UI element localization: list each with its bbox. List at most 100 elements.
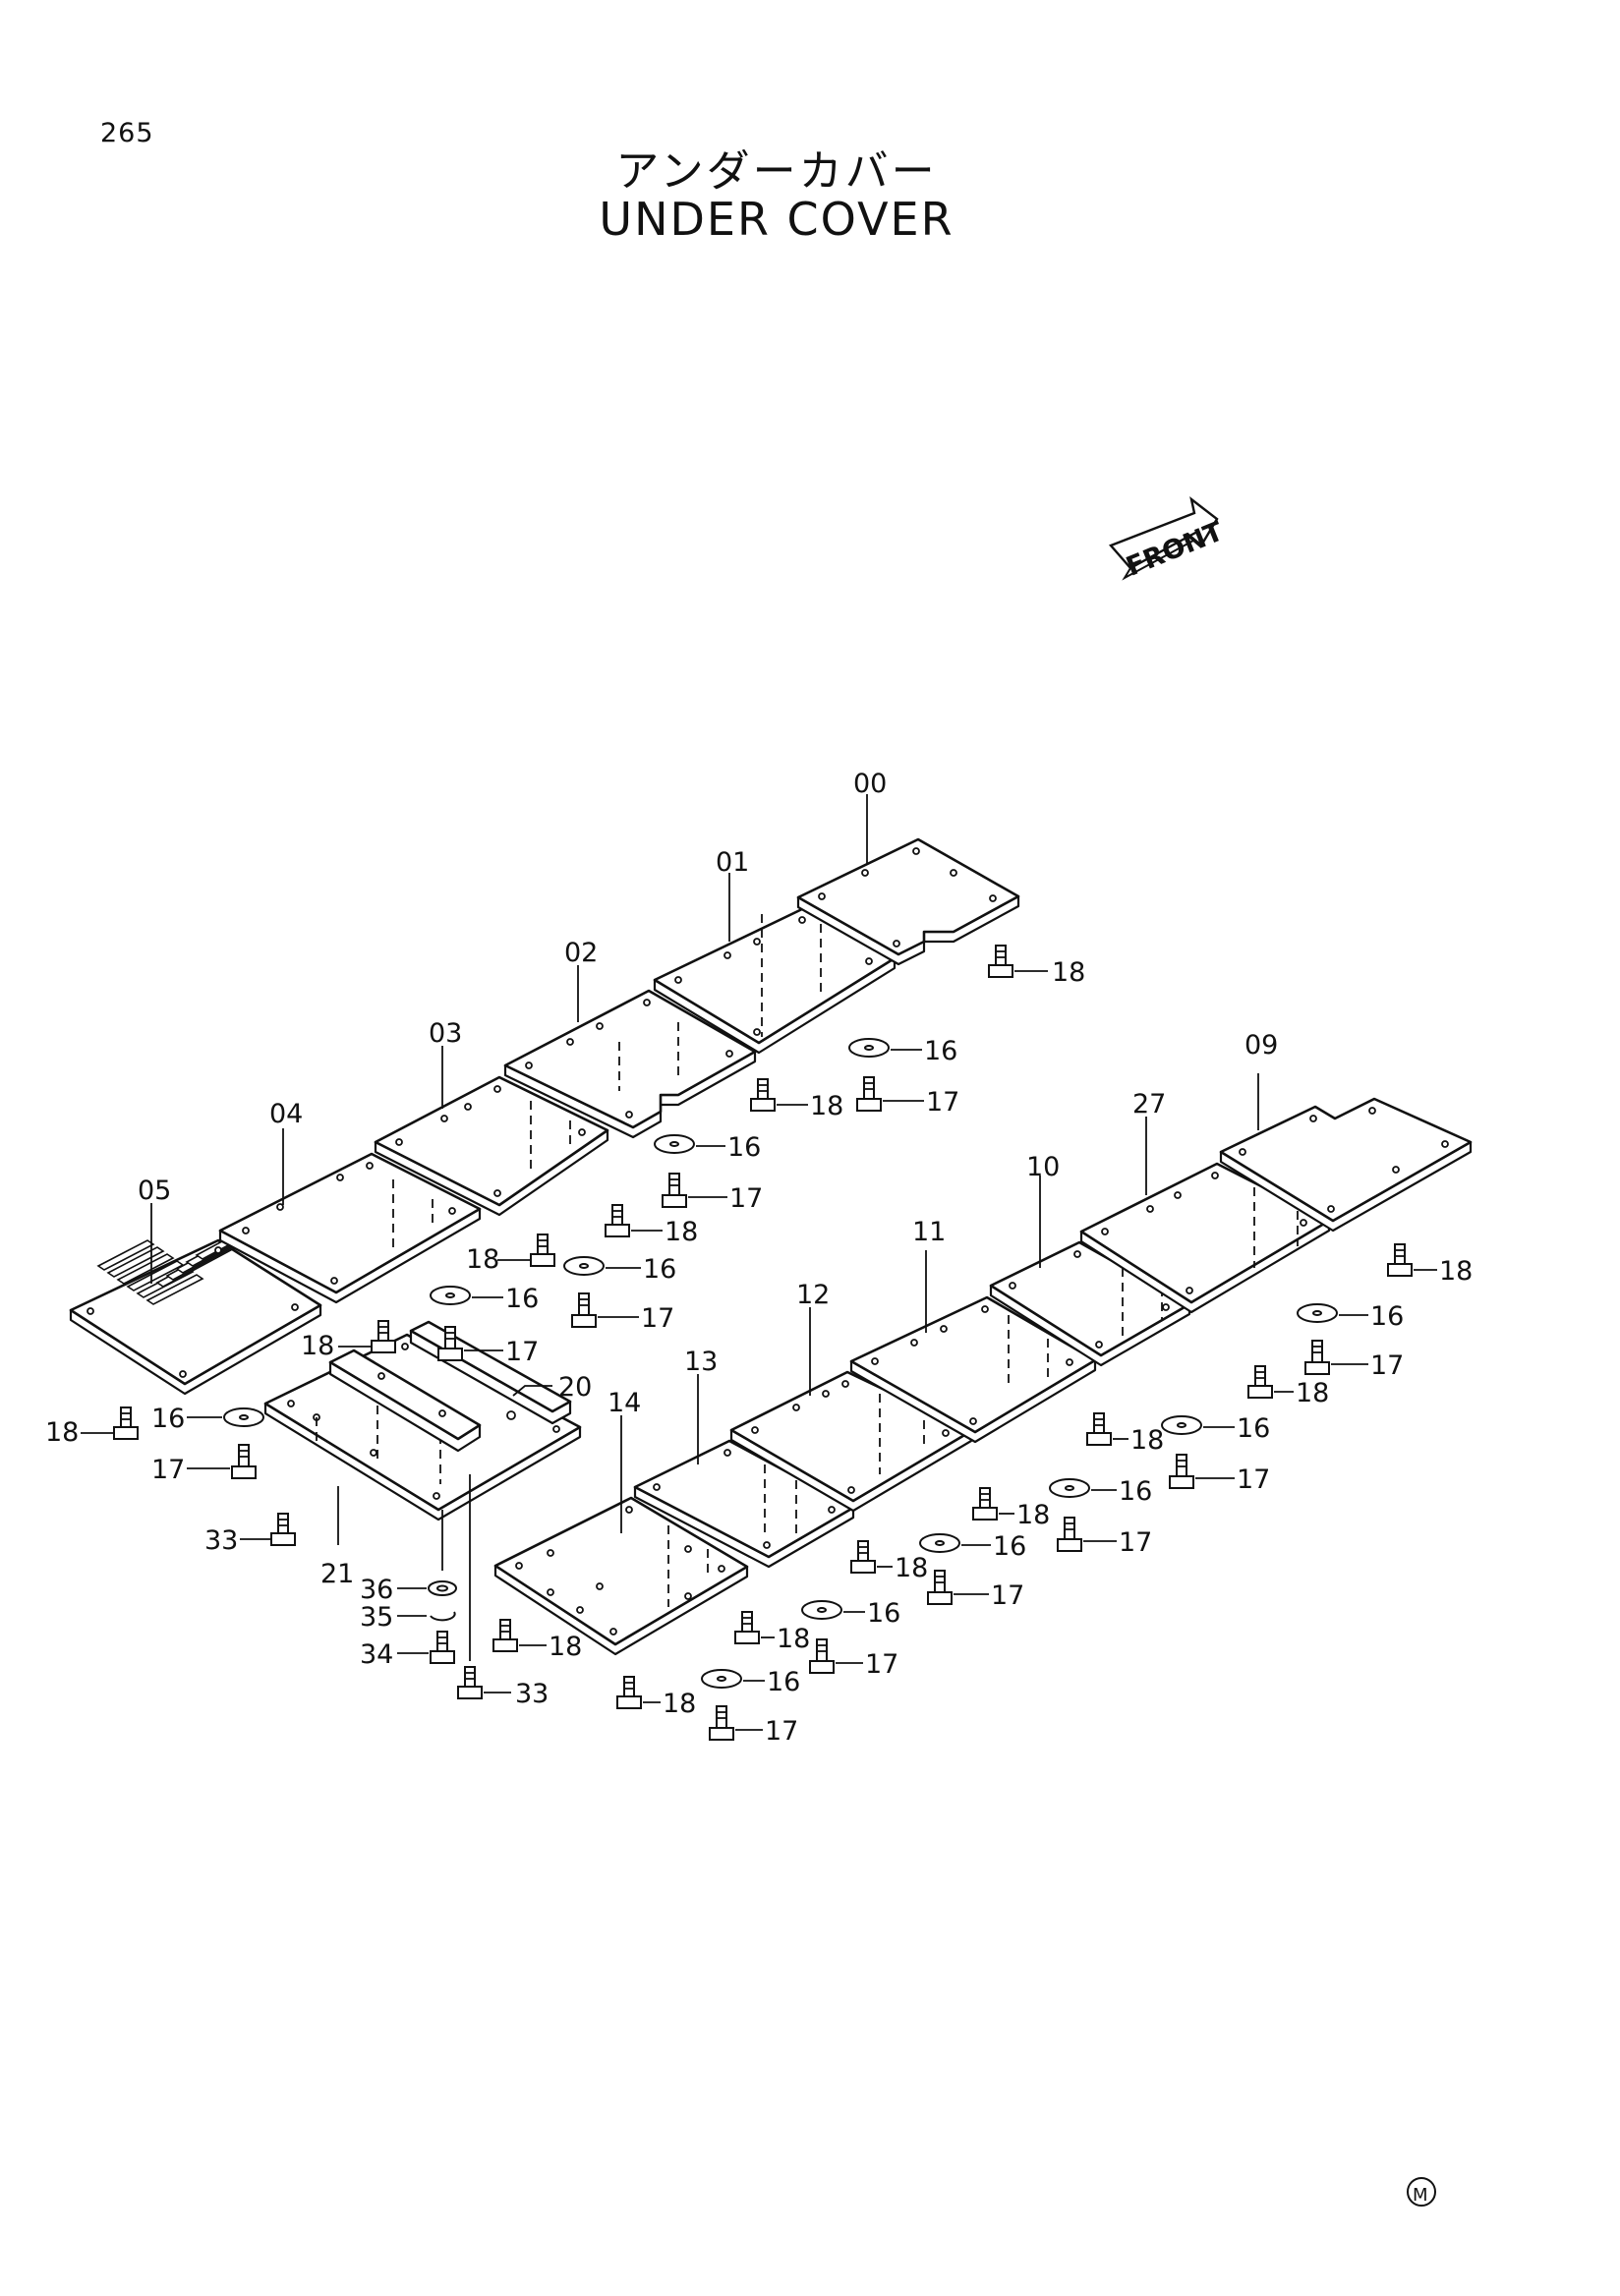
bolt-17-j: 17 [809,1638,898,1680]
bolt-33-right: 33 [457,1666,549,1709]
capscrew-18-d: 18 [466,1234,555,1275]
svg-text:18: 18 [466,1244,499,1275]
bolt-33-left: 33 [204,1513,296,1556]
capscrew-18-a: 18 [988,945,1085,988]
plate-02 [503,989,757,1139]
label-part-03: 03 [429,1018,462,1049]
leader-lines [150,794,1259,1545]
bolt-17-e: 17 [151,1444,257,1485]
svg-text:18: 18 [1052,957,1085,988]
svg-text:16: 16 [151,1404,185,1434]
svg-text:35: 35 [360,1602,393,1633]
label-part-21: 21 [320,1559,354,1589]
svg-text:34: 34 [360,1639,393,1670]
svg-text:17: 17 [641,1303,674,1334]
svg-text:17: 17 [991,1580,1024,1611]
svg-text:18: 18 [663,1689,696,1719]
springwasher-35: 35 [360,1602,456,1633]
svg-text:33: 33 [515,1679,549,1709]
capscrew-18-l: 18 [734,1611,810,1654]
svg-text:16: 16 [993,1531,1026,1562]
svg-text:18: 18 [1296,1378,1329,1408]
capscrew-18-b: 18 [750,1078,843,1121]
svg-text:16: 16 [1237,1413,1270,1444]
bolt-17-d: 17 [437,1326,539,1367]
svg-text:16: 16 [1370,1301,1404,1332]
washer-16-j: 16 [801,1598,900,1629]
bolt-17-c: 17 [571,1292,674,1334]
label-part-05: 05 [138,1176,171,1206]
title-english: UNDER COVER [599,193,955,246]
svg-text:16: 16 [505,1284,539,1314]
label-part-04: 04 [269,1099,303,1129]
washer-16-f: 16 [1297,1301,1404,1332]
label-part-10: 10 [1026,1152,1060,1182]
capscrew-18-i: 18 [1086,1412,1164,1456]
svg-text:16: 16 [924,1036,957,1066]
capscrew-18-f: 18 [45,1406,139,1448]
part-labels: 00 01 02 03 04 05 09 27 10 11 12 13 14 2… [138,769,1278,1589]
svg-text:16: 16 [767,1667,800,1697]
washer-16-g: 16 [1161,1413,1270,1444]
label-part-01: 01 [716,847,749,878]
svg-text:16: 16 [867,1598,900,1629]
washer-16-e: 16 [151,1404,264,1434]
svg-text:17: 17 [151,1455,185,1485]
label-part-13: 13 [684,1347,718,1377]
label-part-00: 00 [853,769,887,799]
front-arrow-icon: FRONT [1108,496,1228,583]
svg-text:18: 18 [549,1632,582,1662]
svg-text:18: 18 [1439,1256,1473,1287]
capscrew-18-h: 18 [1247,1365,1329,1408]
label-part-02: 02 [564,938,598,968]
svg-text:33: 33 [204,1525,238,1556]
bolt-17-h: 17 [1057,1517,1152,1558]
capscrew-18-n: 18 [616,1676,696,1719]
label-part-11: 11 [912,1217,946,1247]
svg-text:18: 18 [45,1417,79,1448]
bolt-17-g: 17 [1169,1454,1270,1495]
svg-text:17: 17 [505,1337,539,1367]
label-part-20: 20 [558,1372,592,1403]
plate-09 [1219,1097,1473,1233]
bolt-17-i: 17 [927,1570,1024,1611]
plate-00 [796,837,1020,966]
bolt-17-a: 17 [856,1076,959,1118]
bolt-17-f: 17 [1304,1340,1404,1381]
page-number: 265 [100,118,154,148]
washer-16-a: 16 [848,1036,957,1066]
svg-text:18: 18 [301,1331,334,1361]
washer-16-c: 16 [563,1254,676,1285]
plate-04 [218,1152,482,1304]
svg-text:18: 18 [1130,1425,1164,1456]
svg-text:18: 18 [665,1217,698,1247]
svg-text:17: 17 [865,1649,898,1680]
label-part-27: 27 [1132,1089,1166,1119]
plate-14 [493,1496,749,1656]
washer-16-i: 16 [919,1531,1026,1562]
washer-16-d: 16 [430,1284,539,1314]
svg-text:18: 18 [777,1624,810,1654]
plate-03 [374,1075,609,1217]
bolt-17-k: 17 [709,1705,798,1747]
svg-text:17: 17 [1119,1527,1152,1558]
svg-text:17: 17 [1237,1464,1270,1495]
svg-text:18: 18 [895,1553,928,1583]
svg-text:18: 18 [810,1091,843,1121]
capscrew-18-c: 18 [605,1204,698,1247]
capscrew-18-m: 18 [492,1619,582,1662]
svg-text:16: 16 [727,1132,761,1163]
svg-text:36: 36 [360,1575,393,1605]
capscrew-18-k: 18 [850,1540,928,1583]
corner-mark: M [1407,2177,1436,2207]
svg-text:17: 17 [926,1087,959,1118]
capscrew-18-e: 18 [301,1320,396,1361]
svg-text:16: 16 [643,1254,676,1285]
washer-16-b: 16 [654,1132,761,1163]
capscrew-18-j: 18 [972,1487,1050,1530]
bolt-17-b: 17 [662,1173,763,1214]
washer-16-h: 16 [1049,1476,1152,1507]
washer-16-k: 16 [701,1667,800,1697]
label-part-09: 09 [1244,1030,1278,1061]
title-japanese: アンダーカバー [615,146,938,197]
